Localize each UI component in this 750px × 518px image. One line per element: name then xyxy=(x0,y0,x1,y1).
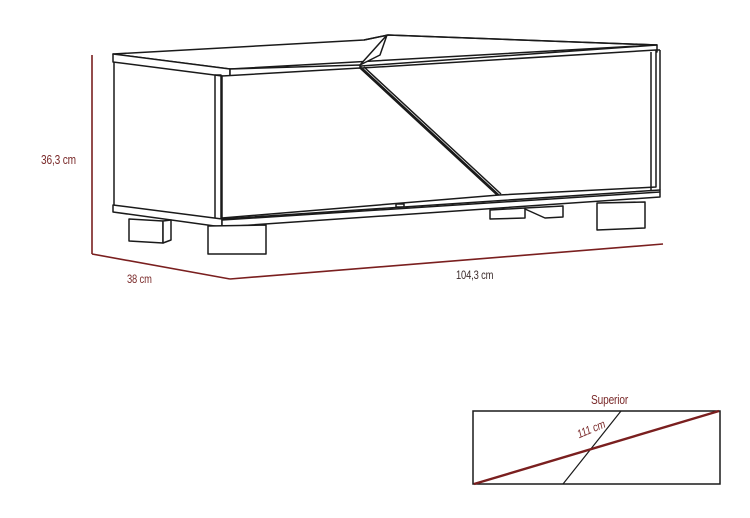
width-label: 104,3 cm xyxy=(456,268,494,282)
cabinet-legs xyxy=(128,201,646,255)
top-view xyxy=(472,409,721,486)
width-dimension-line xyxy=(229,243,664,280)
cabinet-drawing xyxy=(112,34,661,255)
cabinet-left-side xyxy=(113,62,222,222)
cabinet-front xyxy=(221,49,661,219)
top-view-split-line xyxy=(562,410,622,485)
height-label: 36,3 cm xyxy=(41,152,76,167)
top-view-title: Superior xyxy=(591,392,629,407)
dimension-lines xyxy=(91,55,664,280)
top-view-diagonal-line xyxy=(473,409,720,486)
depth-label: 38 cm xyxy=(127,272,152,286)
depth-dimension-line xyxy=(91,253,231,280)
cabinet-bottom xyxy=(112,189,661,228)
top-view-outline xyxy=(472,410,721,485)
